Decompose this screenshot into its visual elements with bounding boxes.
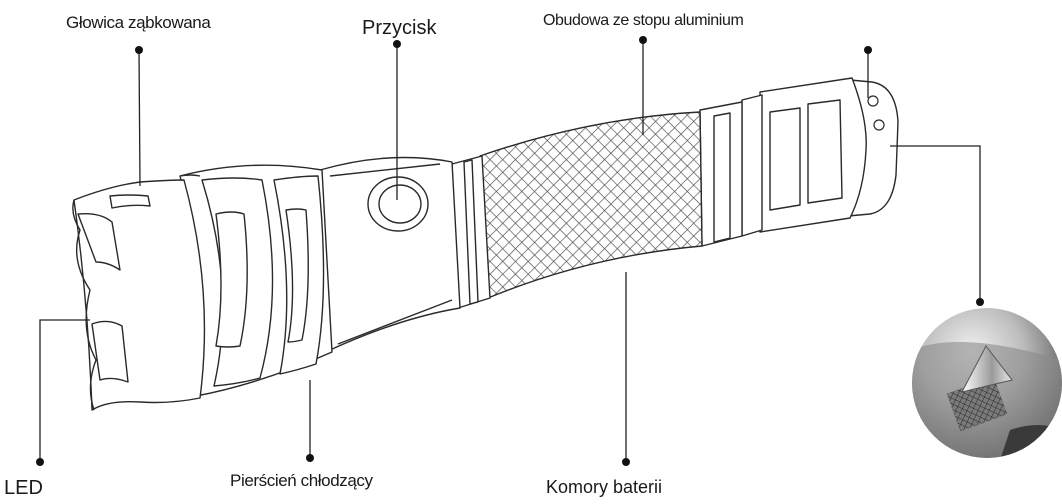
label-battery-chamber: Komory baterii: [546, 478, 662, 496]
label-serrated-head: Głowica ząbkowana: [66, 14, 210, 31]
label-cooling-ring: Pierścień chłodzący: [230, 472, 373, 489]
label-led: LED: [4, 478, 43, 498]
strike-bezel-closeup-icon: [912, 308, 1062, 460]
label-button: Przycisk: [362, 18, 436, 38]
label-aluminium-body: Obudowa ze stopu aluminium: [543, 13, 743, 29]
